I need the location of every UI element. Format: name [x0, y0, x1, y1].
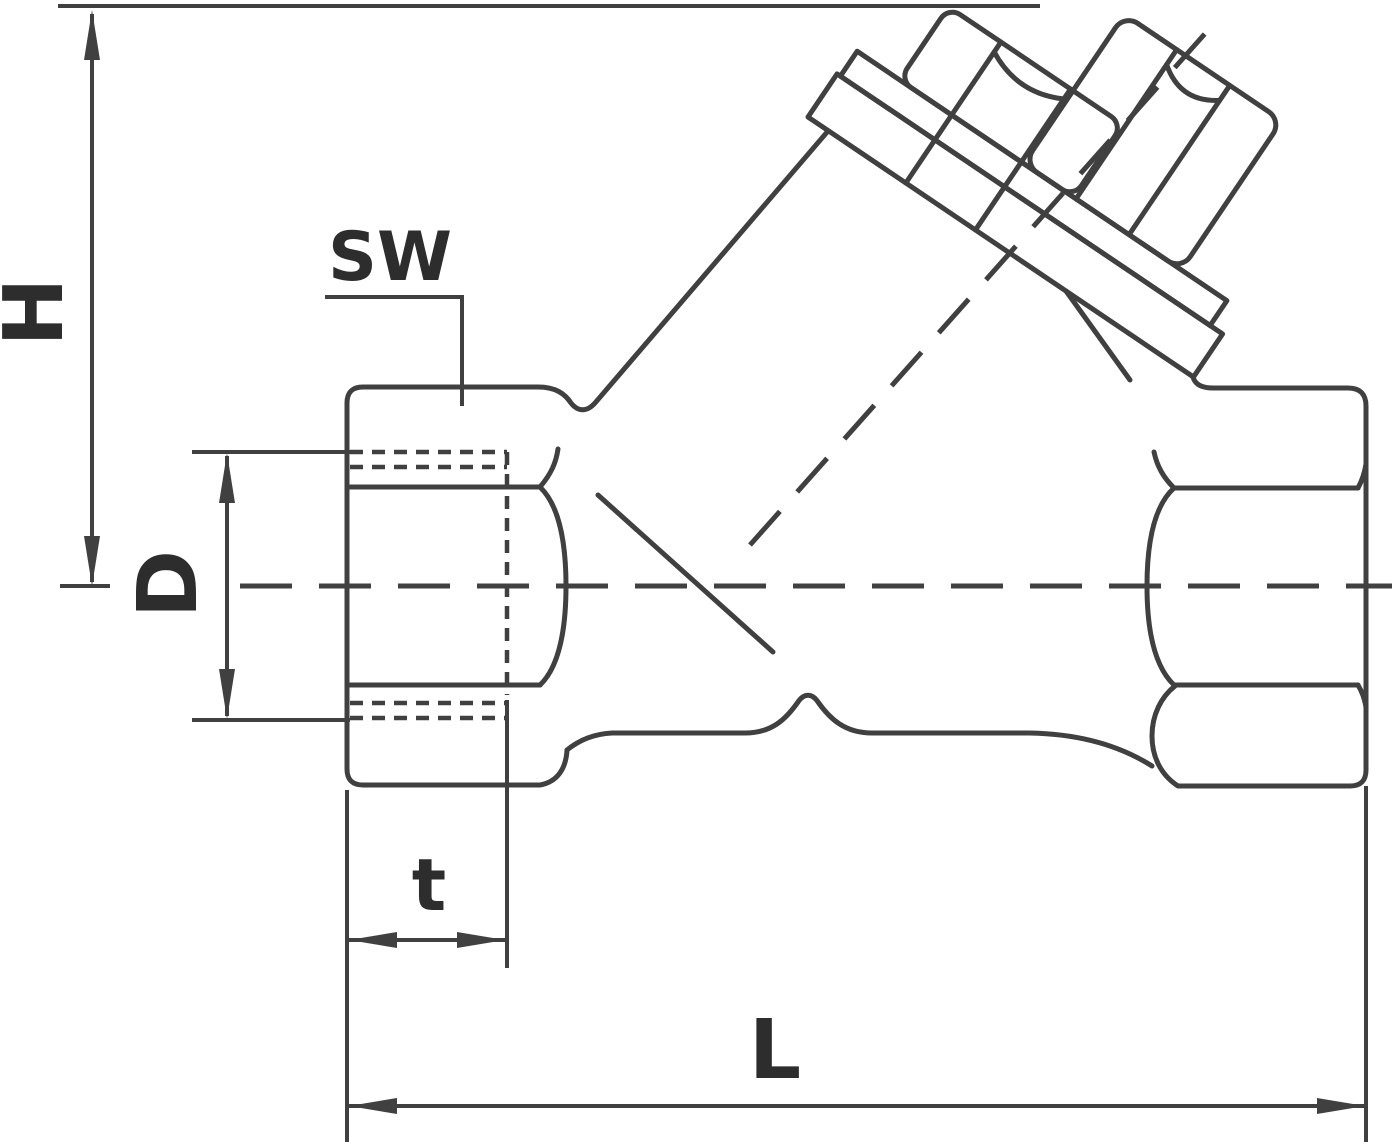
left-port-hex-bulge [537, 484, 569, 688]
bonnet-bolt-chamfer-arc [1164, 62, 1223, 103]
bolt-shank-tick-left [903, 112, 955, 186]
l-arrow-left [349, 1098, 397, 1114]
bonnet-bolt-facet-left [1073, 47, 1180, 202]
dimension-labels: H SW D t L [0, 218, 801, 1098]
right-port-hex-curl-top [1151, 449, 1177, 491]
t-arrow-right [457, 932, 505, 948]
body-flange-plate [805, 71, 1226, 380]
bonnet-bolt-facet-right [1126, 82, 1233, 238]
sw-leader-line [325, 295, 464, 406]
right-port-face-curl-bottom [1355, 682, 1369, 710]
h-arrow-down [84, 536, 100, 586]
d-arrow-up [219, 453, 235, 503]
bonnet-assembly [805, 9, 1279, 380]
right-port-outline [1149, 374, 1369, 789]
valve-body [344, 128, 1369, 789]
bonnet-hex-nut-chamfer-arc [991, 49, 1067, 102]
thread-hidden-lines [350, 449, 510, 721]
body-bottom-contour [564, 692, 1155, 769]
left-port-outline [344, 384, 570, 788]
right-branch-neck-line [1063, 288, 1133, 383]
l-arrow-right [1317, 1098, 1365, 1114]
centerlines [240, 26, 1392, 589]
t-dimension-label: t [412, 843, 446, 927]
t-arrow-left [349, 932, 397, 948]
h-arrow-up [84, 10, 100, 60]
d-dimension-label: D [121, 550, 216, 618]
dimensions [58, 4, 1368, 1142]
bonnet-bolt-head [1027, 18, 1279, 267]
right-port-hex-bulge [1144, 485, 1177, 688]
d-arrow-down [219, 669, 235, 719]
bolt-shank-tick-right [972, 159, 1024, 233]
left-port-hex-curl [537, 446, 561, 490]
right-port-face-curl-top [1355, 461, 1369, 491]
h-dimension-label: H [0, 278, 82, 347]
sw-dimension-label: SW [328, 218, 452, 297]
internal-seat-line [595, 492, 776, 655]
l-dimension-label: L [749, 1003, 801, 1098]
body-top-and-left-branch-line [535, 128, 831, 413]
bonnet-hex-nut [902, 9, 1120, 195]
